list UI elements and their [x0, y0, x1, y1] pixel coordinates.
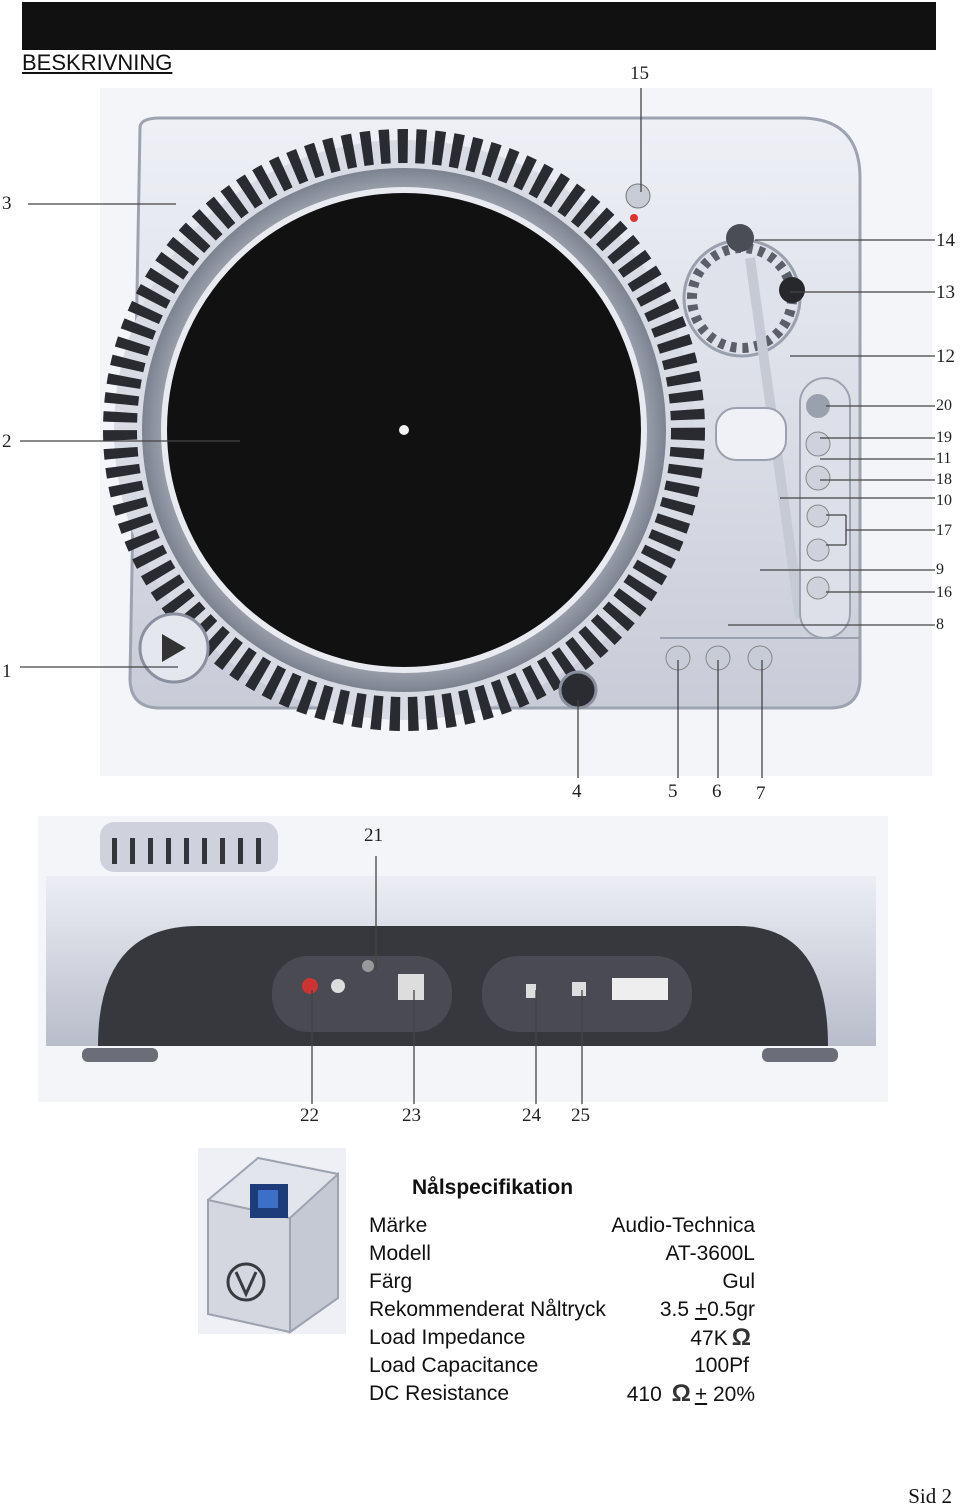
callout-3: 3	[2, 193, 12, 214]
callout-10: 10	[936, 492, 952, 509]
callout-1: 1	[2, 661, 12, 682]
callout-21: 21	[364, 825, 383, 846]
ohm-icon: Ω	[731, 1324, 751, 1351]
callout-16: 16	[936, 584, 952, 601]
spec-label: Load Impedance	[369, 1326, 526, 1349]
callout-7: 7	[756, 783, 766, 804]
spec-row-model: Modell AT-3600L	[369, 1242, 755, 1270]
turntable-rear-view	[38, 816, 888, 1102]
callout-11: 11	[936, 450, 952, 467]
callout-12: 12	[936, 346, 955, 367]
spec-label: Load Capacitance	[369, 1354, 539, 1377]
callout-15: 15	[630, 63, 649, 84]
spec-value-b: 20%	[712, 1383, 755, 1406]
spec-label: Färg	[369, 1270, 413, 1293]
callout-9: 9	[936, 561, 944, 578]
callout-4: 4	[572, 781, 582, 802]
spec-value: 410 Ω+ 20%	[627, 1382, 755, 1407]
spec-title: Nålspecifikation	[412, 1176, 574, 1199]
callout-19: 19	[936, 429, 952, 446]
callout-lines-top	[20, 88, 935, 778]
callout-18: 18	[936, 471, 952, 488]
spec-label: Modell	[369, 1242, 431, 1265]
spec-label: Rekommenderat Nåltryck	[369, 1298, 606, 1321]
spec-row-load-capacitance: Load Capacitance 100Pf	[369, 1354, 755, 1382]
spec-row-brand: Märke Audio-Technica	[369, 1214, 755, 1242]
callout-22: 22	[300, 1105, 319, 1126]
spec-label: DC Resistance	[369, 1382, 510, 1405]
spec-label: Märke	[369, 1214, 428, 1237]
section-title: BESKRIVNING	[22, 50, 173, 75]
callout-23: 23	[402, 1105, 421, 1126]
spec-value: 100Pf	[694, 1354, 749, 1377]
callout-lines-rear	[311, 856, 583, 1104]
spec-value-a: 3.5	[659, 1298, 690, 1321]
turntable-top-view	[100, 88, 932, 776]
callout-2: 2	[2, 431, 12, 452]
spec-value: AT-3600L	[665, 1242, 755, 1265]
plus-minus-sign: +	[694, 1383, 708, 1406]
spec-value-a: 410	[626, 1383, 662, 1406]
callout-20: 20	[936, 397, 952, 414]
ohm-icon: Ω	[671, 1380, 691, 1407]
callout-14: 14	[936, 230, 955, 251]
spec-value: Audio-Technica	[611, 1214, 755, 1237]
callout-24: 24	[522, 1105, 541, 1126]
callout-8: 8	[936, 616, 944, 633]
callout-25: 25	[571, 1105, 590, 1126]
spec-row-color: Färg Gul	[369, 1270, 755, 1298]
spec-row-dc-resistance: DC Resistance 410 Ω+ 20%	[369, 1382, 755, 1410]
stylus-cartridge-image	[198, 1148, 346, 1334]
header-bar	[22, 2, 936, 50]
callout-13: 13	[936, 282, 955, 303]
callout-5: 5	[668, 781, 678, 802]
spec-value-a: 47K	[690, 1327, 728, 1350]
spec-row-tracking-force: Rekommenderat Nåltryck 3.5 +0.5gr	[369, 1298, 755, 1326]
callout-17: 17	[936, 522, 952, 539]
spec-value-b: 0.5gr	[707, 1298, 755, 1321]
plus-minus-sign: +	[694, 1298, 708, 1321]
spec-value: 3.5 +0.5gr	[660, 1298, 755, 1322]
page-number: Sid 2	[908, 1484, 952, 1508]
spec-value: Gul	[722, 1270, 755, 1293]
callout-6: 6	[712, 781, 722, 802]
